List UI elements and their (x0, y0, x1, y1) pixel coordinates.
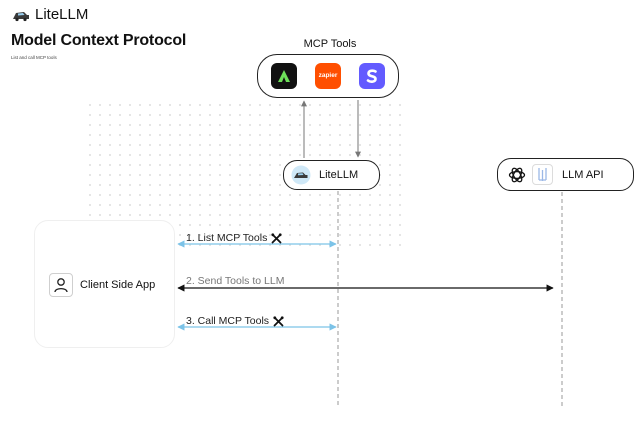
mcp-tools-label: MCP Tools (303, 38, 357, 50)
litellm-node: LiteLLM (283, 160, 380, 190)
zapier-text: zapier (318, 72, 338, 79)
page-subtitle: List and call MCP tools (11, 55, 57, 60)
openai-icon (508, 167, 526, 182)
tools-icon (273, 315, 284, 326)
message-send-tools-text: 2. Send Tools to LLM (186, 275, 285, 287)
message-call-tools-text: 3. Call MCP Tools (186, 315, 270, 327)
tools-icon (271, 232, 282, 243)
client-app-label: Client Side App (80, 279, 156, 291)
stripe-icon (359, 63, 385, 89)
llm-api-node: LLM API (497, 158, 634, 191)
litellm-logo-icon (13, 11, 29, 21)
brand-name: LiteLLM (35, 6, 89, 23)
message-call-tools: 3. Call MCP Tools (186, 315, 284, 327)
message-list-tools-text: 1. List MCP Tools (186, 232, 268, 244)
zapier-icon: zapier (315, 63, 341, 89)
litellm-label: LiteLLM (319, 169, 359, 181)
client-app-card: Client Side App (34, 220, 175, 348)
litellm-logo-icon (291, 165, 311, 185)
message-send-tools: 2. Send Tools to LLM (186, 275, 284, 287)
page-title: Model Context Protocol (11, 32, 187, 49)
message-list-tools: 1. List MCP Tools (186, 232, 282, 244)
mcp-tools-box: zapier (257, 54, 399, 98)
brand-header: LiteLLM (12, 6, 88, 23)
llm-api-label: LLM API (562, 168, 604, 181)
person-icon (49, 273, 73, 297)
llama-icon (532, 164, 553, 185)
arcade-icon (271, 63, 297, 89)
